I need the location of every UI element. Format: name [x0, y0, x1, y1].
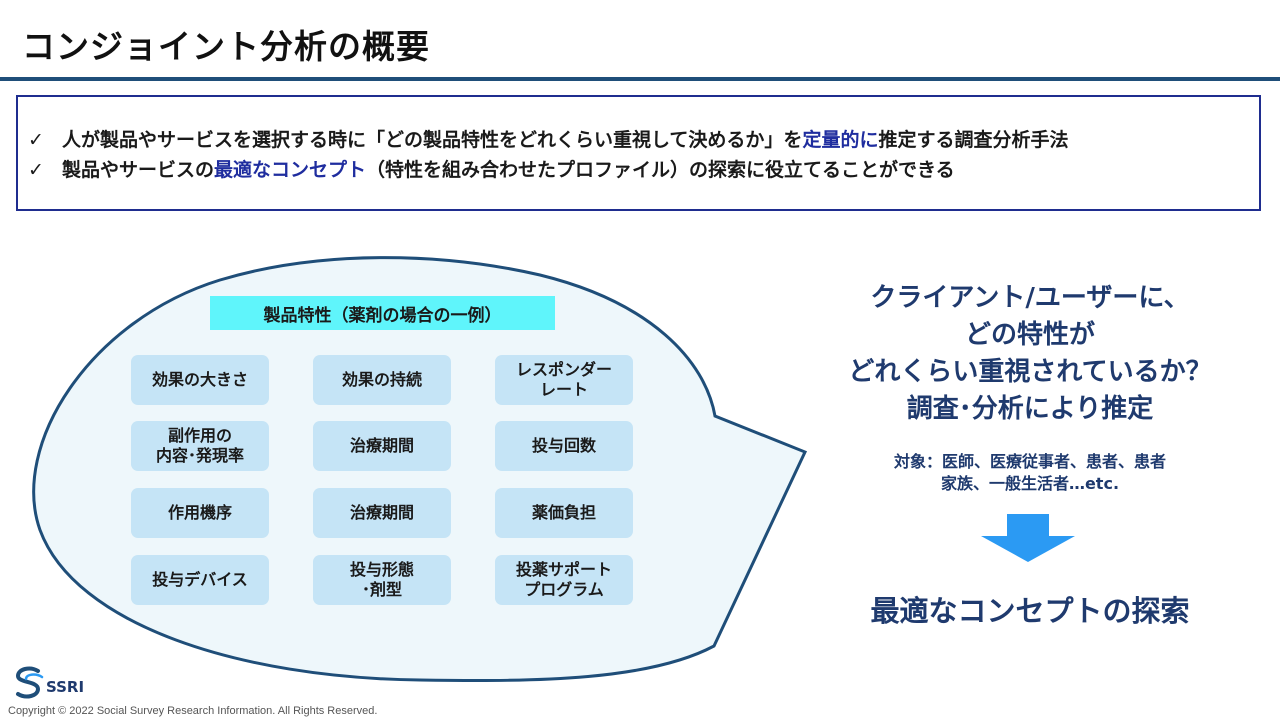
copyright: Copyright © 2022 Social Survey Research … — [8, 705, 378, 717]
down-arrow-icon — [981, 514, 1075, 562]
bullet-highlight: 最適なコンセプト — [214, 159, 367, 181]
check-icon: ✓ — [28, 129, 44, 151]
summary-box: ✓ 人が製品やサービスを選択する時に「どの製品特性をどれくらい重視して決めるか」を… — [16, 95, 1261, 211]
feature-card: 効果の持続 — [313, 355, 451, 405]
heading-line: 調査･分析により推定 — [906, 394, 1154, 424]
feature-card: 投与回数 — [495, 421, 633, 471]
feature-card: 投薬サポート プログラム — [495, 555, 633, 605]
result-text: 最適なコンセプトの探索 — [870, 594, 1190, 628]
right-heading: クライアント/ユーザーに、 どの特性が どれくらい重視されているか？ 調査･分析… — [820, 280, 1240, 428]
bullet-text: 人が製品やサービスを選択する時に「どの製品特性をどれくらい重視して決めるか」を — [62, 129, 803, 151]
feature-card: 治療期間 — [313, 488, 451, 538]
bullet-text: 製品やサービスの — [62, 159, 215, 181]
feature-card: 投与デバイス — [131, 555, 269, 605]
heading-line: どれくらい重視されているか？ — [848, 357, 1212, 387]
heading-line: どの特性が — [964, 320, 1095, 350]
feature-card: 投与形態 ･剤型 — [313, 555, 451, 605]
target-line: 家族、一般生活者…etc. — [940, 474, 1120, 493]
bullet-text: （特性を組み合わせたプロファイル）の探索に役立てることができる — [366, 159, 955, 181]
feature-card: 副作用の 内容･発現率 — [131, 421, 269, 471]
heading-line: クライアント/ユーザーに、 — [870, 283, 1190, 313]
feature-card: 薬価負担 — [495, 488, 633, 538]
feature-card: 治療期間 — [313, 421, 451, 471]
feature-card: 作用機序 — [131, 488, 269, 538]
summary-bullet-2: ✓ 製品やサービスの最適なコンセプト（特性を組み合わせたプロファイル）の探索に役立… — [28, 155, 955, 182]
summary-bullet-1: ✓ 人が製品やサービスを選択する時に「どの製品特性をどれくらい重視して決めるか」を… — [28, 125, 1068, 152]
feature-card: 効果の大きさ — [131, 355, 269, 405]
bullet-highlight: 定量的に — [802, 129, 879, 151]
feature-card: レスポンダー レート — [495, 355, 633, 405]
features-header: 製品特性（薬剤の場合の一例） — [210, 296, 555, 330]
page-title: コンジョイント分析の概要 — [22, 27, 430, 66]
bullet-text: 推定する調査分析手法 — [878, 129, 1069, 151]
title-divider — [0, 77, 1280, 81]
target-line: 対象：医師、医療従事者、患者、患者 — [893, 452, 1166, 471]
ssri-logo-icon — [15, 666, 44, 699]
logo-text: SSRI — [46, 678, 85, 696]
target-audience: 対象：医師、医療従事者、患者、患者 家族、一般生活者…etc. — [820, 451, 1240, 495]
check-icon: ✓ — [28, 159, 44, 181]
